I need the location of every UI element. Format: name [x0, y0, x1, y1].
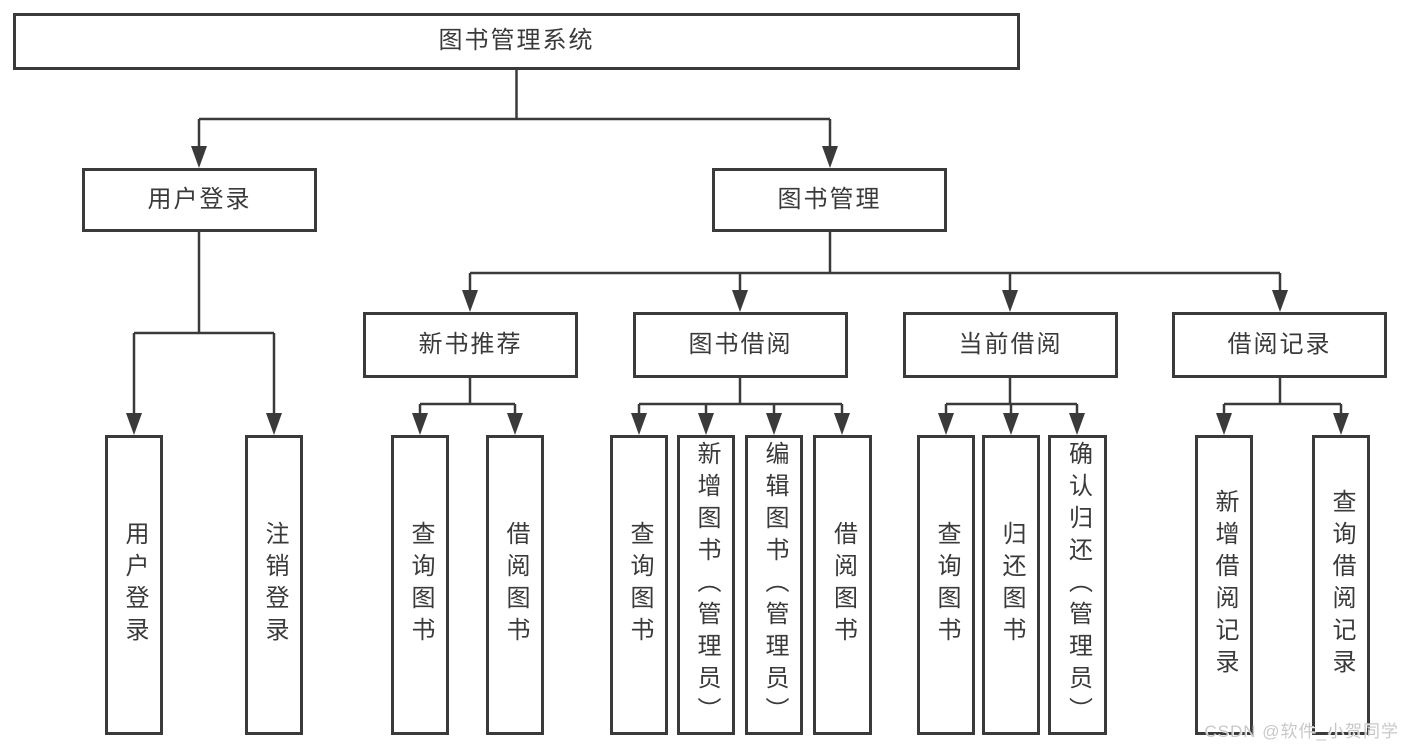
arrowhead-group [126, 146, 1349, 435]
arrow-down-icon [462, 290, 478, 312]
node-leaf-query-borrow-record-label: 查询借阅记录 [1328, 489, 1355, 681]
node-leaf-query-books-1: 查询图书 [391, 435, 449, 735]
arrow-down-icon [732, 290, 748, 312]
node-leaf-add-borrow-record-label: 新增借阅记录 [1211, 489, 1238, 681]
node-leaf-add-borrow-record: 新增借阅记录 [1195, 435, 1253, 735]
node-current-borrowing: 当前借阅 [903, 312, 1118, 378]
node-root-label: 图书管理系统 [438, 27, 595, 55]
node-leaf-query-books-1-label: 查询图书 [407, 521, 434, 649]
arrow-down-icon [766, 413, 782, 435]
node-book-management: 图书管理 [712, 168, 947, 232]
node-leaf-confirm-return-admin: 确认归还（管理员） [1048, 435, 1107, 735]
node-leaf-borrow-books-1-label: 借阅图书 [502, 521, 529, 649]
node-root: 图书管理系统 [13, 13, 1020, 70]
node-borrowing-records: 借阅记录 [1172, 312, 1387, 378]
node-leaf-edit-book-admin: 编辑图书（管理员） [745, 435, 803, 735]
node-leaf-logout: 注销登录 [245, 435, 303, 735]
arrow-down-icon [412, 413, 428, 435]
node-user-login: 用户登录 [82, 168, 317, 232]
arrow-down-icon [631, 413, 647, 435]
node-leaf-query-books-2-label: 查询图书 [626, 521, 653, 649]
node-leaf-borrow-books-1: 借阅图书 [486, 435, 544, 735]
node-book-borrowing: 图书借阅 [633, 312, 848, 378]
arrow-down-icon [191, 146, 207, 168]
node-leaf-user-login-label: 用户登录 [121, 521, 148, 649]
arrow-down-icon [698, 413, 714, 435]
node-leaf-add-book-admin-label: 新增图书（管理员） [693, 441, 720, 729]
node-leaf-add-book-admin: 新增图书（管理员） [677, 435, 735, 735]
node-leaf-query-books-3: 查询图书 [917, 435, 975, 735]
node-leaf-query-books-2: 查询图书 [610, 435, 668, 735]
arrow-down-icon [1069, 413, 1085, 435]
node-leaf-logout-label: 注销登录 [261, 521, 288, 649]
node-current-borrowing-label: 当前借阅 [958, 330, 1063, 358]
node-new-book-recommendation-label: 新书推荐 [418, 330, 523, 358]
arrow-down-icon [1003, 413, 1019, 435]
node-book-borrowing-label: 图书借阅 [688, 330, 793, 358]
arrow-down-icon [266, 413, 282, 435]
arrow-down-icon [822, 146, 838, 168]
arrow-down-icon [126, 413, 142, 435]
csdn-watermark: CSDN @软件_小贺同学 [1204, 722, 1399, 741]
arrow-down-icon [938, 413, 954, 435]
arrow-down-icon [834, 413, 850, 435]
node-book-management-label: 图书管理 [777, 185, 882, 213]
node-leaf-borrow-books-2: 借阅图书 [813, 435, 872, 735]
node-new-book-recommendation: 新书推荐 [363, 312, 578, 378]
arrow-down-icon [1272, 290, 1288, 312]
node-leaf-edit-book-admin-label: 编辑图书（管理员） [761, 441, 788, 729]
node-leaf-borrow-books-2-label: 借阅图书 [829, 521, 857, 649]
node-leaf-query-books-3-label: 查询图书 [933, 521, 960, 649]
node-user-login-label: 用户登录 [147, 185, 252, 213]
arrow-down-icon [1216, 413, 1232, 435]
arrow-down-icon [1002, 290, 1018, 312]
node-leaf-return-book-label: 归还图书 [998, 521, 1025, 649]
arrow-down-icon [507, 413, 523, 435]
node-borrowing-records-label: 借阅记录 [1227, 330, 1332, 358]
node-leaf-confirm-return-admin-label: 确认归还（管理员） [1064, 441, 1092, 729]
node-leaf-query-borrow-record: 查询借阅记录 [1312, 435, 1370, 735]
node-leaf-user-login: 用户登录 [105, 435, 163, 735]
node-leaf-return-book: 归还图书 [982, 435, 1040, 735]
arrow-down-icon [1333, 413, 1349, 435]
